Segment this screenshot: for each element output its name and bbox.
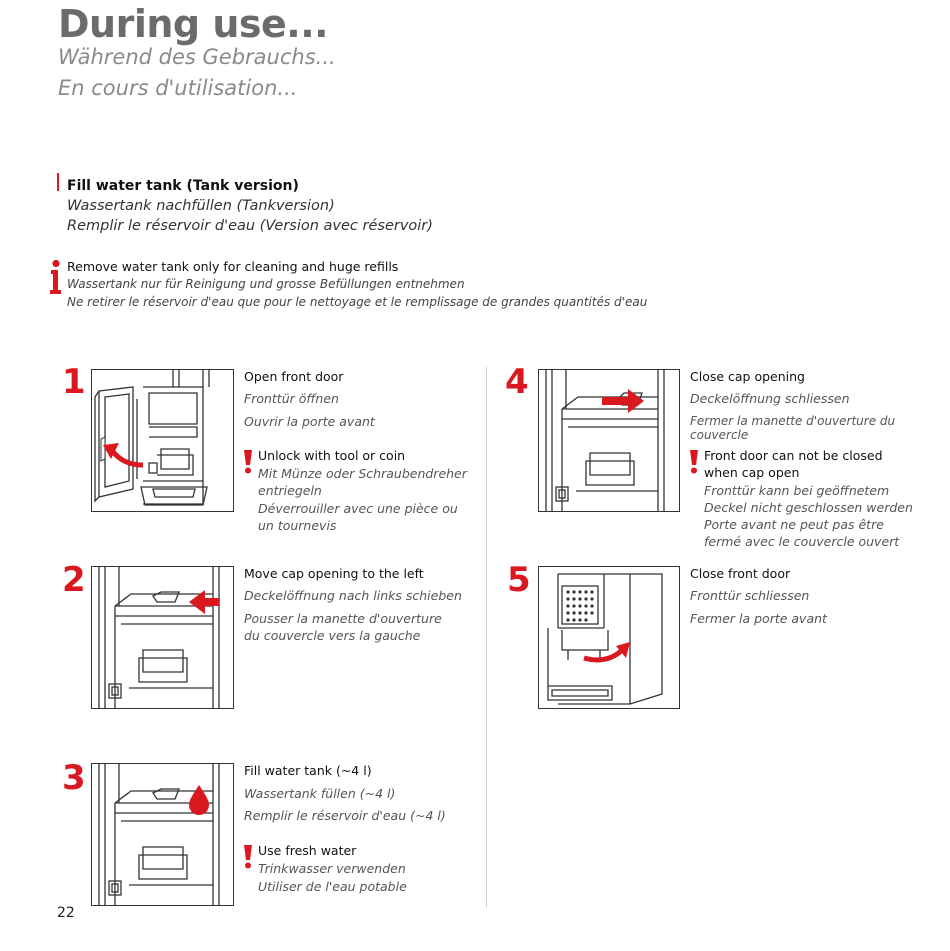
step4-text-fr: Fermer la manette d'ouverture du couverc…: [690, 414, 896, 442]
page-number: 22: [57, 905, 75, 921]
step2-text-de: Deckelöffnung nach links schieben: [244, 588, 462, 603]
info-text-de: Wassertank nur für Reinigung und grosse …: [67, 277, 465, 291]
step1-text-en: Open front door: [244, 369, 344, 384]
step3-note-fr: Utiliser de l'eau potable: [258, 879, 407, 894]
step-number: 3: [62, 758, 86, 798]
info-icon: [50, 259, 61, 294]
illustration-close-front-door: [538, 566, 680, 709]
step3-note-de: Trinkwasser verwenden: [258, 861, 406, 876]
step5-text-en: Close front door: [690, 566, 791, 581]
step1-text-de: Fronttür öffnen: [244, 391, 339, 406]
step4-note-de-2: Deckel nicht geschlossen werden: [704, 500, 913, 515]
step3-text-en: Fill water tank (~4 l): [244, 763, 372, 778]
step4-note-de: Fronttür kann bei geöffnetem: [704, 483, 890, 498]
step4-text-de: Deckelöffnung schliessen: [690, 391, 850, 406]
step4-note-fr-2: fermé avec le couvercle ouvert: [704, 534, 900, 549]
step-number: 1: [62, 362, 86, 402]
illustration-open-front-door: [91, 369, 234, 512]
step2-text-fr-2: du couvercle vers la gauche: [244, 628, 421, 643]
warning-icon: [244, 450, 252, 474]
step3-note-en: Use fresh water: [258, 843, 357, 858]
step3-text-fr: Remplir le réservoir d'eau (~4 l): [244, 808, 446, 823]
section-title-de: Wassertank nachfüllen (Tankversion): [67, 198, 335, 214]
warning-icon: [244, 845, 252, 869]
illustration-fill-tank: [91, 763, 234, 906]
step2-text-en: Move cap opening to the left: [244, 566, 424, 581]
section-title: Fill water tank (Tank version): [67, 178, 299, 194]
step4-note-en-2: when cap open: [704, 465, 800, 480]
illustration-close-cap: [538, 369, 680, 512]
step5-text-de: Fronttür schliessen: [690, 588, 810, 603]
step2-text-fr: Pousser la manette d'ouverture: [244, 611, 442, 626]
page-subtitle-fr: En cours d'utilisation...: [58, 76, 298, 100]
section-title-fr: Remplir le réservoir d'eau (Version avec…: [67, 218, 433, 234]
step4-text-en: Close cap opening: [690, 369, 805, 384]
step3-text-de: Wassertank füllen (~4 l): [244, 786, 396, 801]
column-divider: [486, 367, 487, 907]
step4-note-fr: Porte avant ne peut pas être: [704, 517, 884, 532]
section-marker: [57, 173, 59, 191]
step1-note-de: Mit Münze oder Schraubendreher: [258, 466, 467, 481]
step1-note-de-2: entriegeln: [258, 483, 322, 498]
page-title: During use...: [58, 2, 329, 46]
step-number: 4: [505, 362, 529, 402]
step5-text-fr: Fermer la porte avant: [690, 611, 827, 626]
warning-icon: [690, 450, 698, 474]
page-subtitle-de: Während des Gebrauchs...: [58, 45, 336, 69]
step4-note-en: Front door can not be closed: [704, 448, 883, 463]
step1-note-en: Unlock with tool or coin: [258, 448, 406, 463]
step-number: 5: [507, 560, 531, 600]
step1-note-fr: Déverrouiller avec une pièce ou: [258, 501, 458, 516]
step1-note-fr-2: un tournevis: [258, 518, 337, 533]
step-number: 2: [62, 560, 86, 600]
info-text: Remove water tank only for cleaning and …: [67, 259, 399, 274]
illustration-move-cap: [91, 566, 234, 709]
step1-text-fr: Ouvrir la porte avant: [244, 414, 375, 429]
info-text-fr: Ne retirer le réservoir d'eau que pour l…: [67, 295, 648, 309]
